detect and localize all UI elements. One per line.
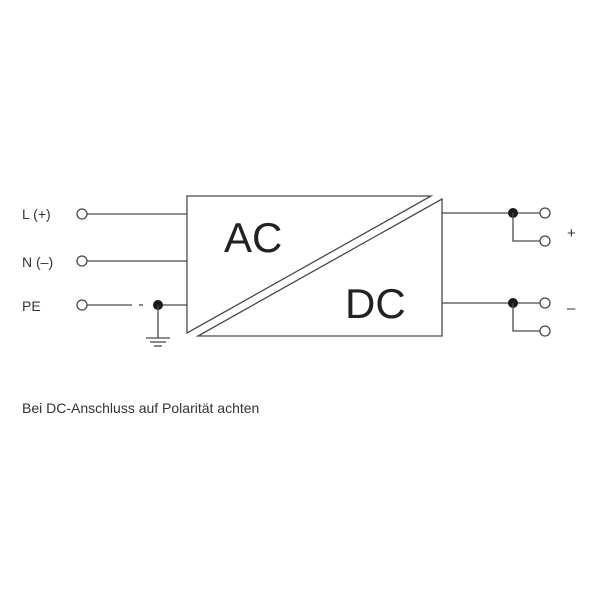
converter-dc-section <box>195 197 443 337</box>
terminal-output-minus-2 <box>539 325 551 337</box>
terminal-output-plus-1 <box>539 207 551 219</box>
terminal-output-minus-1 <box>539 297 551 309</box>
terminal-label-pe: PE <box>22 298 41 314</box>
terminal-label-n-minus: N (–) <box>22 254 53 270</box>
terminal-output-plus-2 <box>539 235 551 247</box>
terminal-pe <box>76 299 88 311</box>
polarity-plus-label: + <box>567 225 576 242</box>
polarity-minus-label: – <box>567 300 576 317</box>
wire-output-minus-branch <box>512 303 540 332</box>
converter-ac-section <box>186 195 434 335</box>
ground-icon <box>146 305 170 347</box>
converter-dc-label: DC <box>345 280 406 327</box>
wire-output-plus-branch <box>512 213 540 242</box>
terminal-l-plus <box>76 208 88 220</box>
terminal-n-minus <box>76 255 88 267</box>
polarity-note: Bei DC-Anschluss auf Polarität achten <box>22 400 260 416</box>
converter-ac-label: AC <box>224 214 282 261</box>
terminal-label-l-plus: L (+) <box>22 206 51 222</box>
